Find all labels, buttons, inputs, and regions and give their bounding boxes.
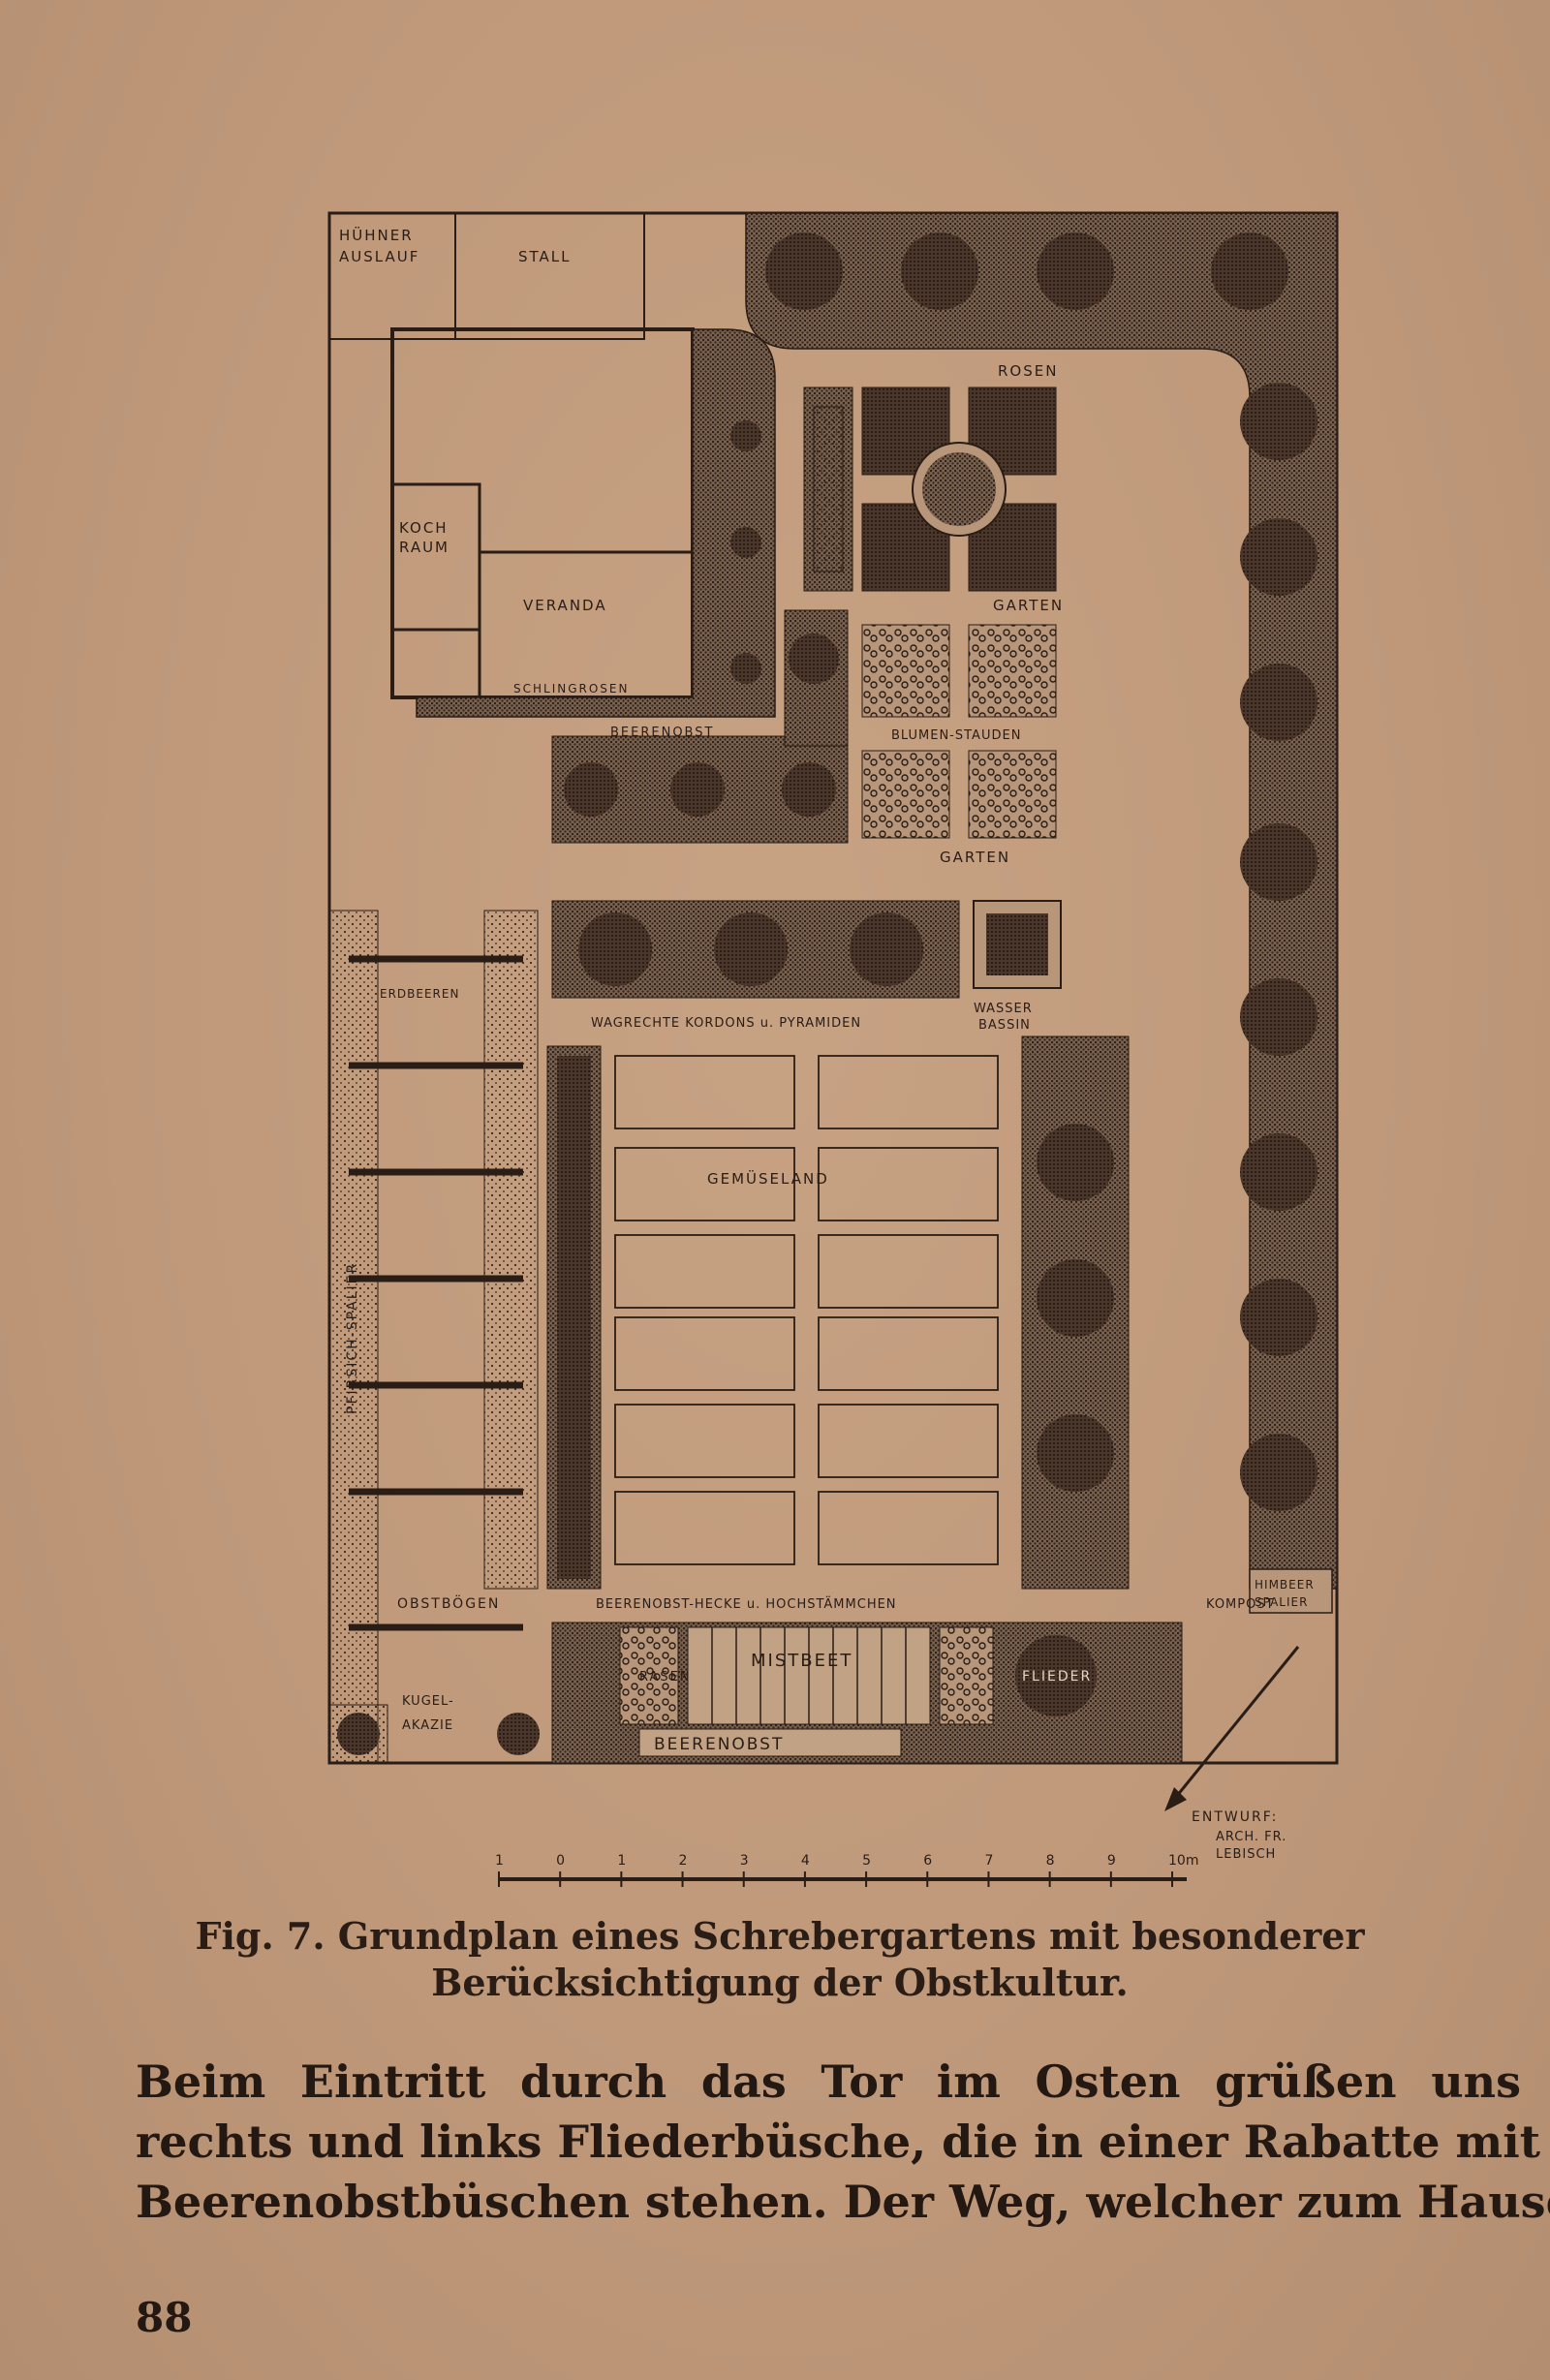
entwurf-label-3: LEBISCH: [1216, 1847, 1276, 1862]
scale-tick-label: 3: [740, 1853, 749, 1869]
rasen-label: RASEN: [639, 1670, 692, 1685]
blumen-stauden-label: BLUMEN-STAUDEN: [891, 728, 1021, 743]
scale-tick-label: 4: [801, 1853, 810, 1869]
erdbeeren-label: ERDBEEREN: [380, 987, 459, 1001]
kugel-label-1: KUGEL-: [402, 1694, 454, 1709]
scale-tick-label: 10m: [1168, 1853, 1198, 1869]
caption-line-1: Fig. 7. Grundplan eines Schrebergartens …: [195, 1914, 1365, 1958]
stall-label: STALL: [518, 248, 572, 265]
gemueseland-label: GEMÜSELAND: [707, 1169, 829, 1188]
pfirsich-spalier-label: PFIRSICH-SPALIER: [345, 1262, 360, 1414]
garden-plan-figure: HÜHNER AUSLAUF STALL KOCH RAUM VERANDA S…: [320, 194, 1347, 1899]
schlingrosen-label: SCHLINGROSEN: [513, 682, 629, 695]
scale-tick-label: 2: [679, 1853, 688, 1869]
body-line-3: Beerenobstbüschen stehen. Der Weg, welch…: [136, 2176, 1550, 2228]
scale-tick-label: 1: [495, 1853, 504, 1869]
wasser-label-1: WASSER: [974, 1002, 1033, 1016]
entwurf-label-1: ENTWURF:: [1192, 1809, 1278, 1825]
scale-tick-label: 0: [556, 1853, 565, 1869]
scale-tick-label: 9: [1107, 1853, 1116, 1869]
flieder-label: FLIEDER: [1022, 1669, 1092, 1685]
rosen-label: ROSEN: [998, 362, 1058, 380]
veranda-label: VERANDA: [523, 597, 607, 614]
garten-bottom-label: GARTEN: [940, 849, 1010, 866]
garten-top-label: GARTEN: [993, 597, 1064, 614]
kochraum-label-2: RAUM: [399, 539, 450, 556]
scale-bar: 1 0 1 2 3 4 5 6 7 8 9 10m: [495, 1853, 1198, 1887]
kochraum-label-1: KOCH: [399, 519, 449, 537]
kompost-label: KOMPOST: [1206, 1597, 1275, 1612]
beerenobst-hecke-label: BEERENOBST-HECKE u. HOCHSTÄMMCHEN: [596, 1596, 897, 1612]
wasser-label-2: BASSIN: [978, 1018, 1031, 1033]
huehner-label-2: AUSLAUF: [339, 248, 419, 265]
scale-tick-label: 8: [1046, 1853, 1055, 1869]
entrance-arrow: [1170, 1646, 1300, 1803]
beerenobst-bottom-label: BEERENOBST: [654, 1735, 784, 1754]
body-line-1: Beim Eintritt durch das Tor im Osten grü…: [136, 2055, 1521, 2108]
gemueseland-beds: [614, 1055, 999, 1565]
garden-plan-drawing: HÜHNER AUSLAUF STALL KOCH RAUM VERANDA S…: [327, 211, 1339, 1887]
kugel-label-2: AKAZIE: [402, 1718, 453, 1733]
scale-tick-label: 5: [862, 1853, 871, 1869]
spalier-bars: [349, 955, 523, 1631]
kordons-label: WAGRECHTE KORDONS u. PYRAMIDEN: [591, 1016, 861, 1031]
scale-tick-label: 6: [923, 1853, 932, 1869]
obstboegen-label: OBSTBÖGEN: [397, 1594, 500, 1612]
huehner-label-1: HÜHNER: [339, 226, 414, 244]
body-line-2: rechts und links Fliederbüsche, die in e…: [136, 2116, 1540, 2168]
figure-caption: Fig. 7. Grundplan eines Schrebergartens …: [136, 1913, 1424, 2006]
scale-tick-label: 7: [984, 1853, 993, 1869]
himbeer-label-1: HIMBEER: [1255, 1578, 1315, 1592]
page-number: 88: [136, 2294, 193, 2341]
mistbeet-label: MISTBEET: [751, 1651, 852, 1671]
caption-line-2: Berücksichtigung der Obstkultur.: [431, 1961, 1129, 2004]
beerenobst-top-label: BEERENOBST: [610, 726, 714, 740]
body-paragraph: Beim Eintritt durch das Tor im Osten grü…: [136, 2052, 1550, 2232]
himbeer-label-2: SPALIER: [1255, 1595, 1308, 1609]
entwurf-label-2: ARCH. FR.: [1216, 1830, 1286, 1844]
scale-tick-label: 1: [617, 1853, 626, 1869]
